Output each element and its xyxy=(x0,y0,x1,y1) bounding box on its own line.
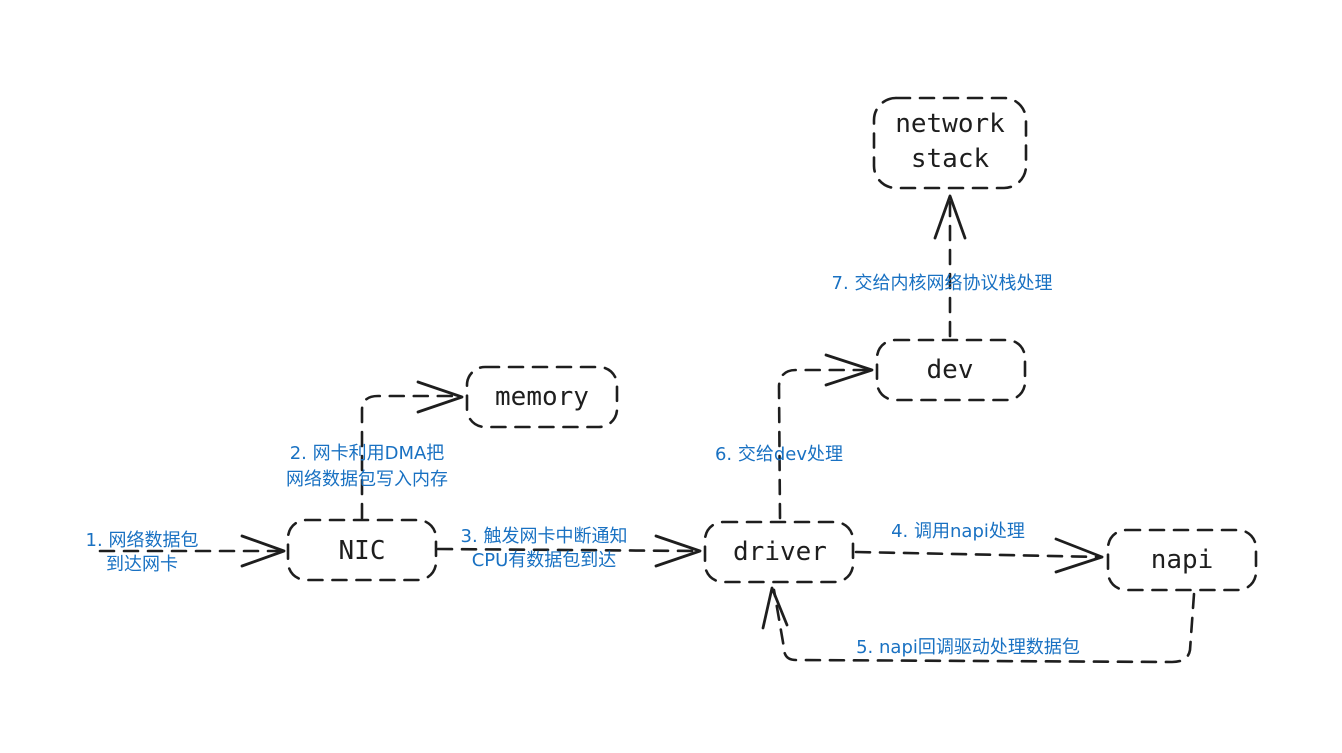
edge-label-1-line2: 到达网卡 xyxy=(106,554,178,575)
node-network-stack[interactable]: network stack xyxy=(872,96,1028,190)
edge-label-3-line2: CPU有数据包到达 xyxy=(472,550,617,571)
edge-nic-driver xyxy=(436,534,702,568)
node-memory[interactable]: memory xyxy=(465,365,619,429)
node-memory-label: memory xyxy=(495,382,589,412)
edge-label-7-line1: 7. 交给内核网络协议栈处理 xyxy=(832,273,1053,294)
edge-napi-driver xyxy=(761,586,1196,664)
node-napi-box xyxy=(1106,528,1258,592)
arrow-head-icon xyxy=(824,353,874,387)
node-nic[interactable]: NIC xyxy=(286,518,438,582)
edge-label-2-line2: 网络数据包写入内存 xyxy=(286,469,448,490)
arrow-head-icon xyxy=(761,586,789,630)
edge-dev-network-stack xyxy=(933,194,967,338)
arrow-head-icon xyxy=(1054,537,1104,574)
edge-label-5-line1: 5. napi回调驱动处理数据包 xyxy=(856,637,1080,658)
arrow-head-icon xyxy=(416,380,464,414)
node-dev[interactable]: dev xyxy=(875,338,1027,402)
arrow-head-icon xyxy=(933,194,967,240)
edge-label-1: 1. 网络数据包 到达网卡 xyxy=(86,530,199,575)
node-nic-label: NIC xyxy=(339,536,386,566)
node-network-stack-label-line1: network xyxy=(895,109,1005,139)
edge-label-6: 6. 交给dev处理 xyxy=(715,444,843,465)
arrow-head-icon xyxy=(654,534,702,568)
node-napi[interactable]: napi xyxy=(1106,528,1258,592)
arrow-head-icon xyxy=(240,534,286,568)
node-network-stack-box xyxy=(872,96,1028,190)
edge-nic-driver-line xyxy=(436,547,700,553)
node-napi-label: napi xyxy=(1151,545,1214,575)
edge-label-2: 2. 网卡利用DMA把 网络数据包写入内存 xyxy=(286,443,448,490)
edge-label-2-line1: 2. 网卡利用DMA把 xyxy=(290,443,445,464)
edge-label-5: 5. napi回调驱动处理数据包 xyxy=(856,637,1080,658)
edge-label-7: 7. 交给内核网络协议栈处理 xyxy=(832,273,1053,294)
node-dev-label: dev xyxy=(927,355,974,385)
edge-napi-driver-line xyxy=(772,588,1196,664)
edge-driver-dev xyxy=(777,353,874,520)
edge-driver-napi xyxy=(854,537,1104,574)
node-memory-box xyxy=(465,365,619,429)
node-driver-label: driver xyxy=(733,537,827,567)
node-network-stack-label-line2: stack xyxy=(911,144,990,174)
edge-label-4: 4. 调用napi处理 xyxy=(891,521,1025,542)
edge-label-3-line1: 3. 触发网卡中断通知 xyxy=(461,526,628,547)
node-dev-box xyxy=(875,338,1027,402)
edge-driver-napi-line xyxy=(854,550,1104,559)
edge-arrive-nic xyxy=(98,534,286,568)
edge-label-1-line1: 1. 网络数据包 xyxy=(86,530,199,551)
edge-label-3: 3. 触发网卡中断通知 CPU有数据包到达 xyxy=(461,526,628,571)
edge-label-6-line1: 6. 交给dev处理 xyxy=(715,444,843,465)
node-nic-box xyxy=(286,518,438,582)
node-driver-box xyxy=(703,520,855,584)
edge-label-4-line1: 4. 调用napi处理 xyxy=(891,521,1025,542)
node-driver[interactable]: driver xyxy=(703,520,855,584)
edge-nic-memory-line xyxy=(360,394,462,520)
edge-driver-dev-line xyxy=(777,368,872,520)
edge-nic-memory xyxy=(360,380,464,520)
